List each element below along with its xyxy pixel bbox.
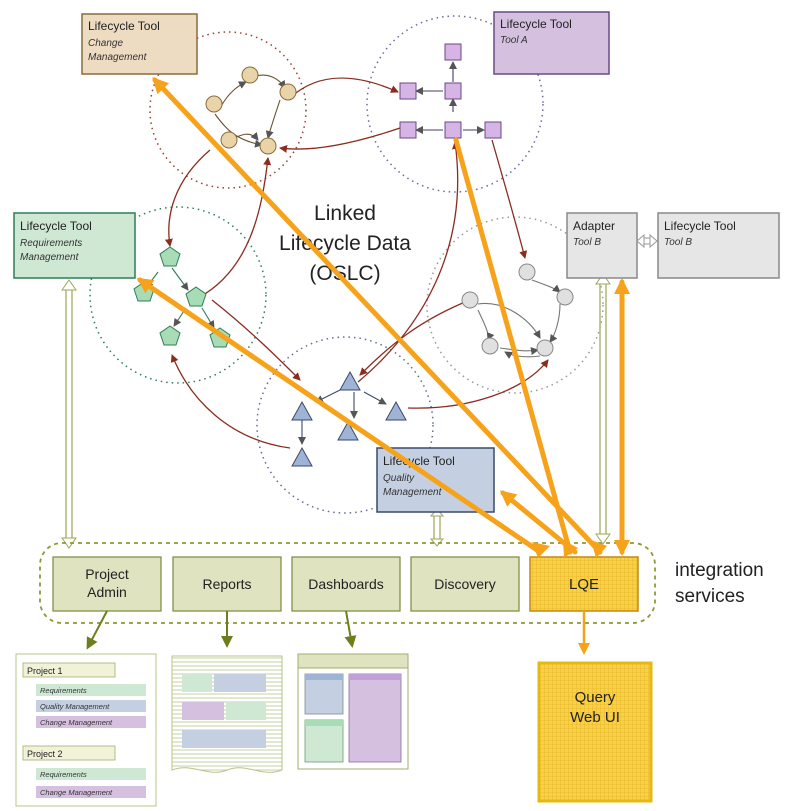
tool-requirements-sub1: Requirements xyxy=(20,238,82,249)
tool-quality-sub1: Quality xyxy=(383,473,415,484)
lqe-label: LQE xyxy=(569,576,599,593)
adapter-title: Adapter xyxy=(573,219,615,233)
project-admin-line2: Admin xyxy=(87,584,127,600)
reports-service[interactable]: Reports xyxy=(172,556,282,612)
tool-b-nodes xyxy=(461,263,574,359)
requirements-data-circle xyxy=(89,206,267,384)
report-output xyxy=(171,655,283,773)
adapter-tool-b[interactable]: Adapter Tool B xyxy=(566,212,638,279)
tool-b[interactable]: Lifecycle Tool Tool B xyxy=(657,212,780,279)
discovery-label: Discovery xyxy=(434,576,495,592)
lqe-to-quality xyxy=(499,490,578,555)
center-label-line3: (OSLC) xyxy=(309,262,380,285)
link-tool-a-to-change xyxy=(279,127,401,153)
data-links xyxy=(164,77,549,449)
center-label: Linked Lifecycle Data (OSLC) xyxy=(279,202,411,285)
project1-item3: Change Management xyxy=(40,718,113,727)
lqe-to-requirements xyxy=(136,277,543,555)
query-web-ui-line1: Query xyxy=(575,689,616,706)
lqe-to-tool-a xyxy=(453,137,573,555)
link-requirements-to-change xyxy=(197,157,272,299)
tool-requirements-title: Lifecycle Tool xyxy=(20,219,92,233)
lqe-query-arrows xyxy=(136,77,630,555)
tool-integration-connectors xyxy=(65,282,607,542)
link-tool-a-to-tool-b xyxy=(491,139,528,259)
project2-label: Project 2 xyxy=(27,749,63,759)
tool-a[interactable]: Lifecycle Tool Tool A xyxy=(493,11,610,75)
integration-caption-line1: integration xyxy=(675,560,764,581)
tool-requirements-management[interactable]: Lifecycle Tool Requirements Management xyxy=(13,212,136,279)
link-quality-to-requirements xyxy=(170,354,291,449)
link-change-to-requirements xyxy=(164,149,211,247)
dashboards-label: Dashboards xyxy=(308,576,384,592)
query-web-ui-line2: Web UI xyxy=(570,709,620,726)
link-tool-b-to-quality xyxy=(359,299,471,376)
tool-requirements-sub2: Management xyxy=(20,252,80,263)
lqe-service[interactable]: LQE xyxy=(529,556,639,612)
tool-a-nodes xyxy=(399,43,502,139)
tool-b-sub: Tool B xyxy=(664,237,692,248)
project-admin-service[interactable]: Project Admin xyxy=(52,556,162,612)
service-output-arrows xyxy=(86,610,357,650)
link-quality-to-tool-a xyxy=(357,141,460,383)
project-admin-line1: Project xyxy=(85,566,129,582)
tool-a-data-circle xyxy=(366,15,544,193)
tool-change-sub1: Change xyxy=(88,38,123,49)
quality-data-circle xyxy=(256,336,434,514)
project2-item2: Change Management xyxy=(40,788,113,797)
tool-a-title: Lifecycle Tool xyxy=(500,17,572,31)
change-nodes xyxy=(205,66,297,155)
link-change-to-tool-a xyxy=(289,77,399,99)
tool-change-title: Lifecycle Tool xyxy=(88,19,160,33)
lqe-arrow-heads-down xyxy=(532,540,630,558)
quality-nodes xyxy=(291,370,407,467)
discovery-service[interactable]: Discovery xyxy=(410,556,520,612)
tool-change-management[interactable]: Lifecycle Tool Change Management xyxy=(81,13,198,75)
project-admin-output: Project 1 Requirements Quality Managemen… xyxy=(15,653,157,807)
project1-item1: Requirements xyxy=(40,686,87,695)
project1-item2: Quality Management xyxy=(40,702,110,711)
data-circles xyxy=(89,15,604,514)
center-label-line1: Linked xyxy=(314,202,376,225)
tool-quality-sub2: Management xyxy=(383,487,443,498)
query-web-ui[interactable]: Query Web UI xyxy=(537,661,653,803)
link-quality-to-tool-b xyxy=(407,359,549,409)
reports-label: Reports xyxy=(202,576,251,592)
tool-b-data-circle xyxy=(426,216,604,394)
link-requirements-to-quality xyxy=(211,299,301,381)
adapter-sub: Tool B xyxy=(573,237,601,248)
dashboard-output xyxy=(297,653,409,770)
integration-caption-line2: services xyxy=(675,586,745,607)
project2-item1: Requirements xyxy=(40,770,87,779)
tool-change-sub2: Management xyxy=(88,52,148,63)
project1-label: Project 1 xyxy=(27,666,63,676)
change-data-circle xyxy=(149,31,307,189)
adapter-link xyxy=(636,233,658,249)
tool-quality-title: Lifecycle Tool xyxy=(383,454,455,468)
dashboards-service[interactable]: Dashboards xyxy=(291,556,401,612)
tool-b-title: Lifecycle Tool xyxy=(664,219,736,233)
lqe-to-change xyxy=(152,77,603,555)
tool-a-sub: Tool A xyxy=(500,35,528,46)
